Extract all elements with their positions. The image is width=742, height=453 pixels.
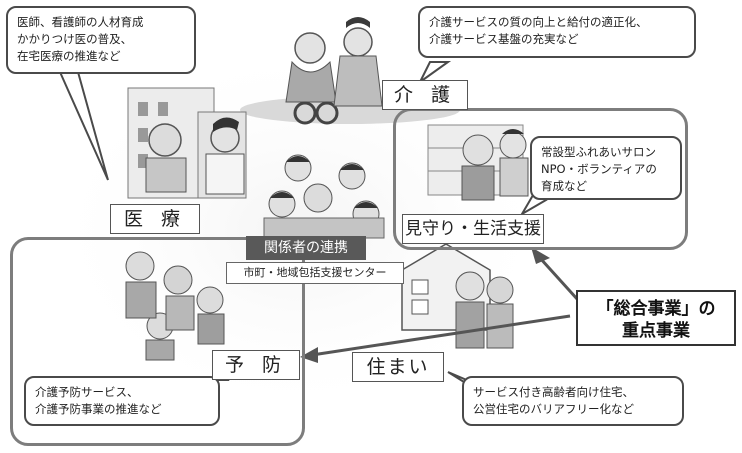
medical-bubble-line-2: かかりつけ医の普及、: [17, 32, 133, 46]
housing-bubble-line-1: サービス付き高齢者向け住宅、: [473, 385, 634, 399]
prevention-bubble-line-2: 介護予防事業の推進など: [35, 402, 162, 416]
stakeholders-illustration: [263, 154, 385, 239]
prevention-illustration: [125, 251, 225, 361]
housing-bubble: サービス付き高齢者向け住宅、 公営住宅のバリアフリー化など: [462, 376, 684, 426]
care-bubble-pointer: [419, 61, 452, 83]
watch-bubble: 常設型ふれあいサロン NPO・ボランティアの 育成など: [530, 136, 682, 200]
housing-bubble-line-2: 公営住宅のバリアフリー化など: [473, 402, 634, 416]
key-project-callout: 「総合事業」の 重点事業: [576, 290, 736, 346]
care-bubble: 介護サービスの質の向上と給付の適正化、 介護サービス基盤の充実など: [418, 6, 696, 58]
care-bubble-line-2: 介護サービス基盤の充実など: [429, 32, 579, 46]
watch-frame: [393, 108, 688, 250]
medical-bubble-line-3: 在宅医療の推進など: [17, 49, 121, 63]
prevention-frame: [10, 237, 305, 446]
watch-bubble-line-1: 常設型ふれあいサロン: [541, 145, 656, 159]
watch-label: 見守り・生活支援: [402, 214, 544, 244]
prevention-bubble-line-1: 介護予防サービス、: [35, 385, 139, 399]
callout-line-1: 「総合事業」の: [596, 299, 716, 319]
watch-illustration: [427, 124, 529, 201]
medical-label: 医 療: [110, 204, 200, 234]
callout-line-2: 重点事業: [622, 321, 690, 341]
housing-illustration: [401, 243, 514, 349]
prevention-label: 予 防: [212, 350, 300, 380]
care-bubble-line-1: 介護サービスの質の向上と給付の適正化、: [429, 15, 648, 29]
medical-bubble: 医師、看護師の人材育成 かかりつけ医の普及、 在宅医療の推進など: [6, 6, 196, 74]
housing-label: 住まい: [352, 352, 444, 382]
center-subtitle: 市町・地域包括支援センター: [226, 262, 404, 284]
center-title: 関係者の連携: [246, 236, 366, 260]
watch-bubble-line-3: 育成など: [541, 179, 587, 193]
callout-arrows: [300, 247, 580, 363]
watch-bubble-line-2: NPO・ボランティアの: [541, 162, 657, 176]
care-label: 介 護: [382, 80, 468, 110]
medical-illustration: [127, 87, 247, 199]
medical-bubble-line-1: 医師、看護師の人材育成: [17, 15, 144, 29]
prevention-bubble: 介護予防サービス、 介護予防事業の推進など: [24, 376, 220, 426]
